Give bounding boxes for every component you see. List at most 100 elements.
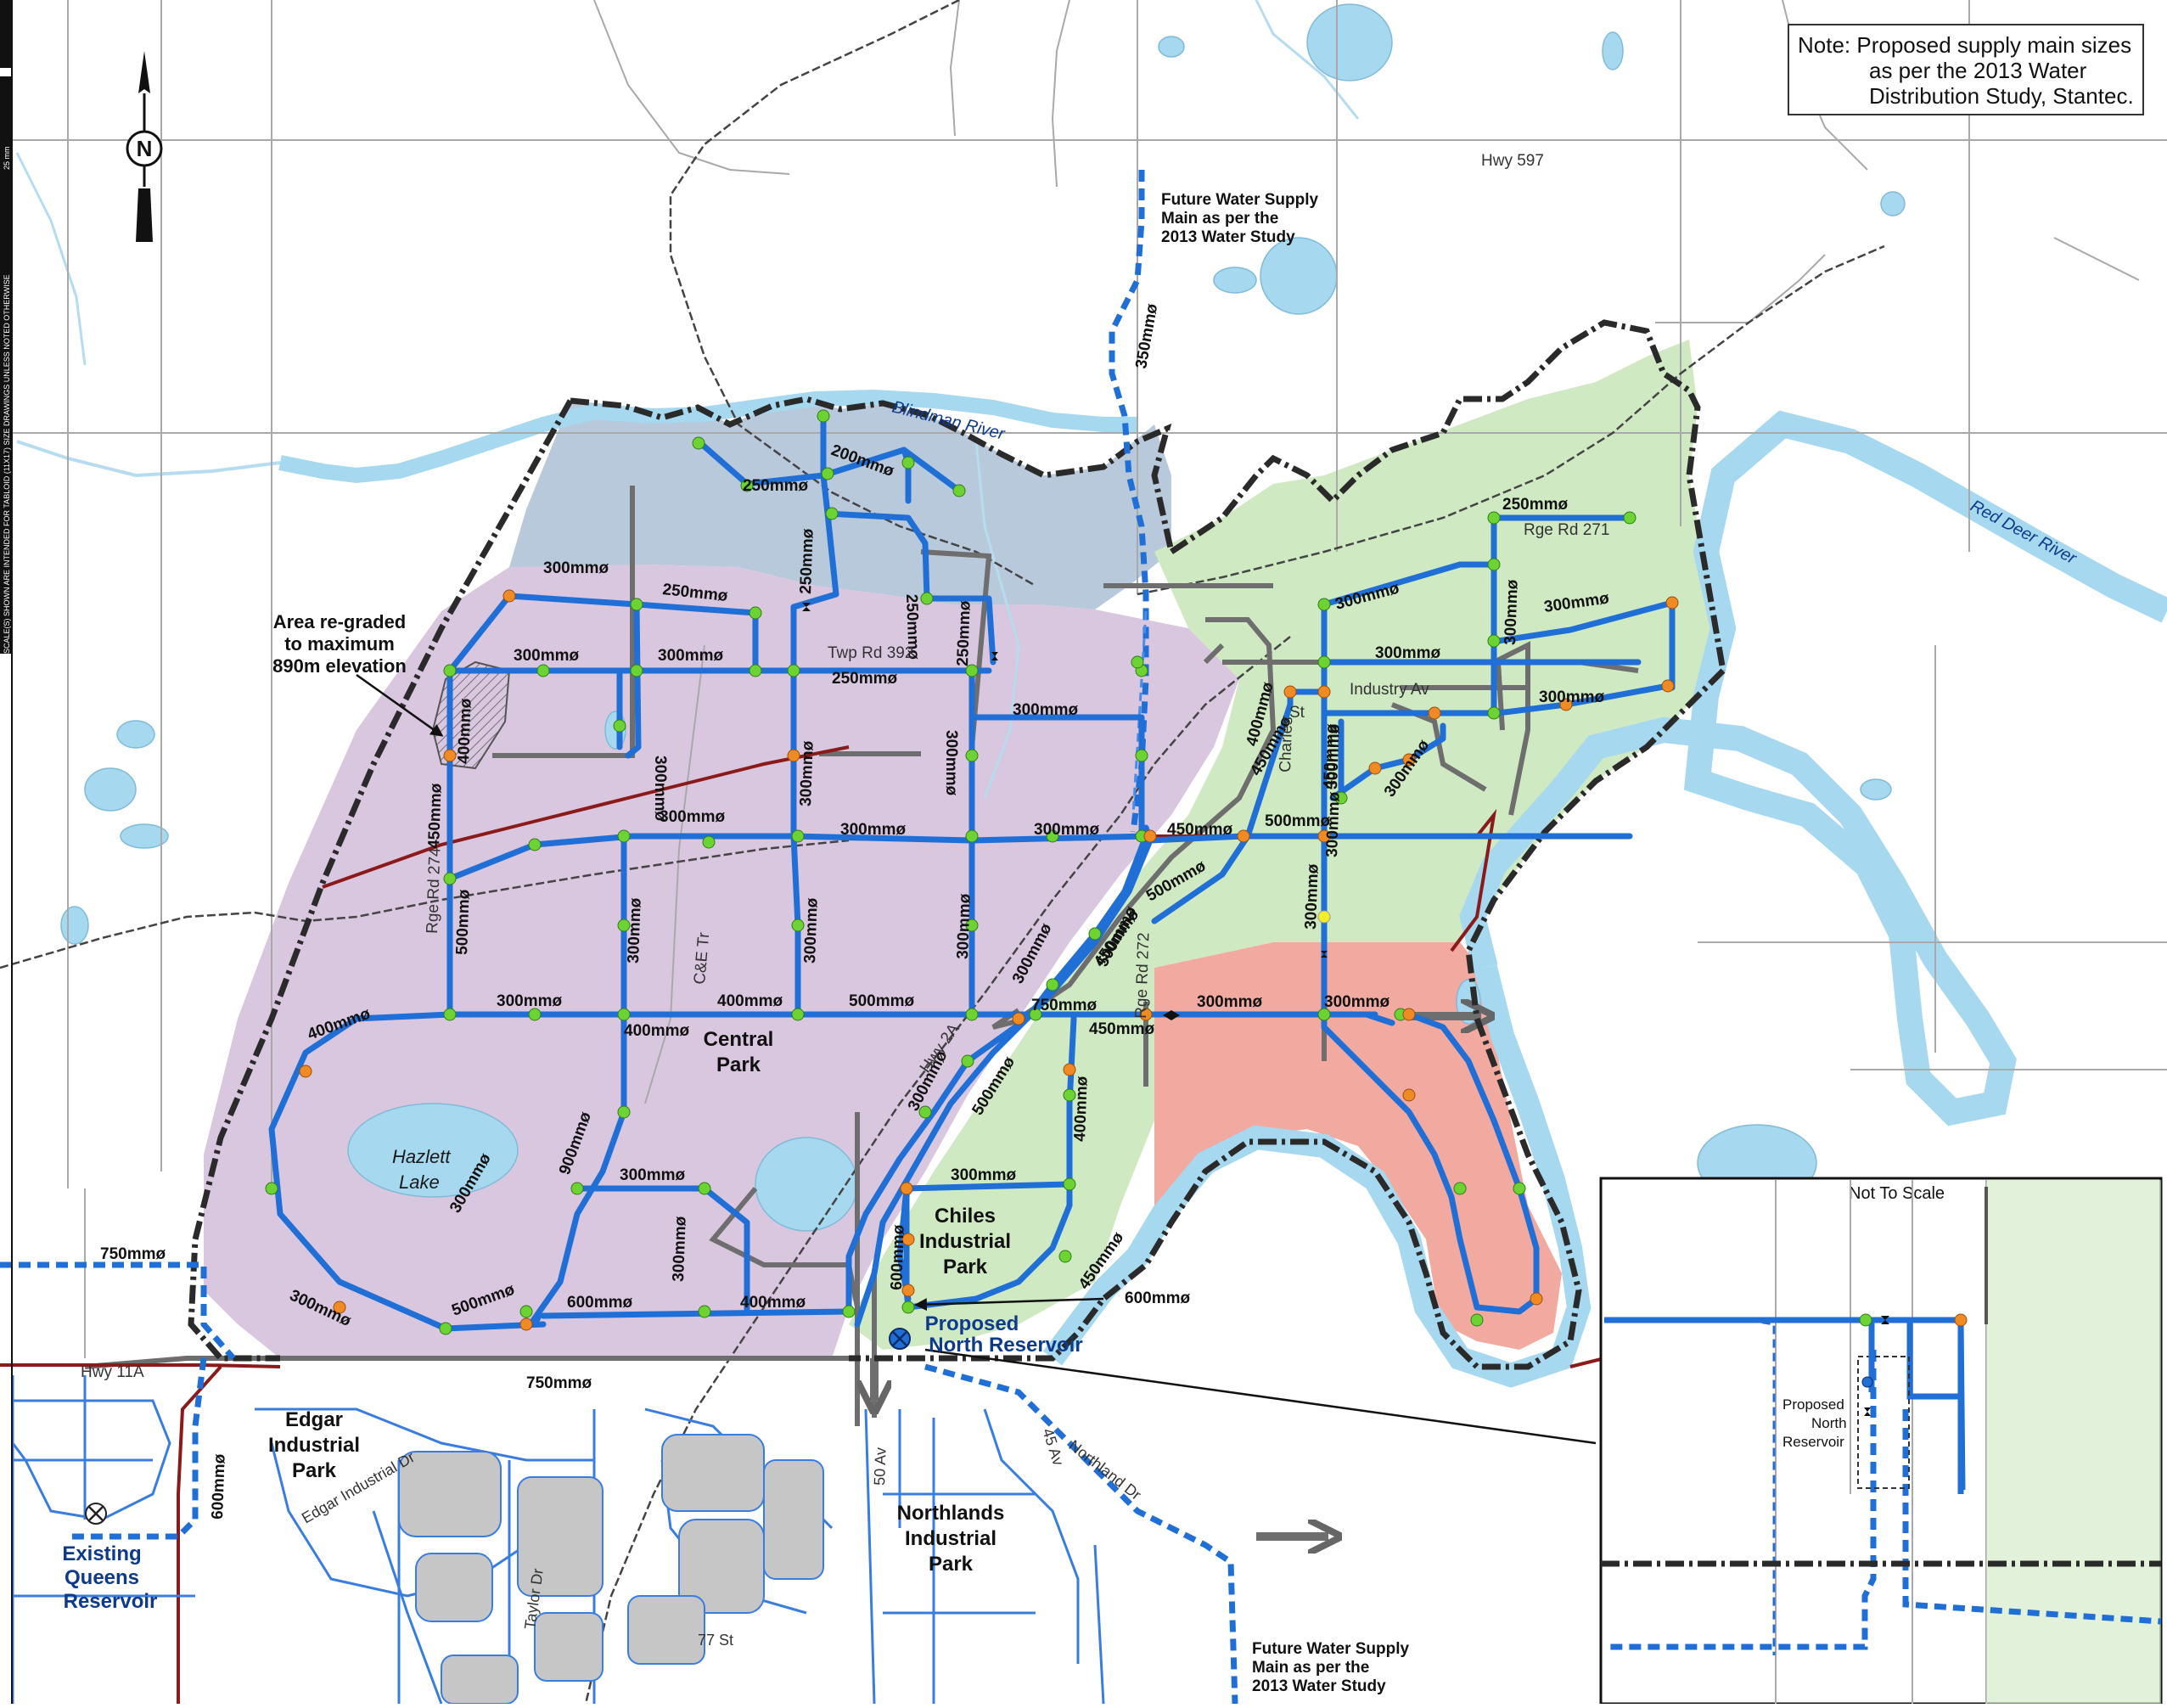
lake-n4	[1158, 36, 1185, 58]
pipe-label: 400mmø	[740, 1294, 806, 1312]
pipe-label: 600mmø	[1125, 1289, 1190, 1307]
rail-main	[669, 0, 1036, 587]
pipe-label: 300mmø	[1324, 993, 1389, 1011]
valves	[802, 603, 1328, 1020]
road-label: Twp Rd 392	[828, 644, 913, 662]
hazlett-lake	[347, 1103, 519, 1198]
area-label-edgar: Park	[292, 1459, 337, 1482]
pipe-label: 450mmø	[1167, 821, 1232, 839]
annotation-future-main-top: 2013 Water Study	[1161, 228, 1295, 246]
lake-w3	[120, 823, 169, 849]
north-letter: N	[137, 136, 153, 161]
pipe-label: 250mmø	[902, 593, 923, 660]
pipe-label: 750mmø	[1031, 997, 1097, 1014]
lake-w2	[116, 720, 155, 749]
area-label-chiles: Chiles	[935, 1205, 996, 1228]
annotation-regraded: to maximum	[284, 633, 395, 655]
pipe-label: 300mmø	[1197, 993, 1262, 1011]
pipe-label: 300mmø	[514, 647, 579, 665]
reservoir-queens	[85, 1503, 107, 1525]
pipe-label: 300mmø	[1323, 791, 1344, 857]
annotation-future-main-bottom: Future Water Supply	[1252, 1640, 1410, 1658]
pipe-label: 300mmø	[1539, 688, 1604, 706]
inset-title: Not To Scale	[1849, 1184, 1945, 1203]
inset-res-label: North	[1811, 1415, 1847, 1431]
lake-n1	[1306, 3, 1393, 81]
pipe-label: 600mmø	[567, 1294, 632, 1312]
roads	[0, 0, 2167, 1358]
pipe-label: 450mmø	[425, 783, 446, 849]
railways	[0, 0, 1885, 1705]
small-stream-2	[974, 441, 1020, 799]
note-box: Note: Proposed supply main sizes as per …	[1788, 24, 2144, 115]
pipe-label: 300mmø	[670, 1216, 690, 1282]
area-label-northlands: Park	[929, 1553, 974, 1576]
junction-nodes	[265, 409, 1679, 1335]
pipe-label: 600mmø	[209, 1453, 229, 1520]
blindman-river-west	[16, 440, 281, 478]
road-label: Charles	[1277, 716, 1296, 773]
pipe-label: 500mmø	[1265, 812, 1330, 830]
pipe-label: 400mmø	[1071, 1076, 1092, 1142]
pipe-label: 300mmø	[651, 756, 669, 821]
pipe-label: 300mmø	[951, 1166, 1016, 1184]
area-label-chiles: Park	[943, 1256, 988, 1278]
pipe-label: 300mmø	[942, 730, 960, 795]
pipe-label: 300mmø	[954, 893, 974, 959]
pipe-label: 400mmø	[624, 1022, 689, 1040]
lake-n2	[1260, 237, 1338, 315]
area-label-central-park: Park	[716, 1053, 761, 1076]
lake-ne1	[1880, 191, 1906, 216]
pipe-label: 300mmø	[543, 559, 609, 577]
pipe-label: 250mmø	[797, 528, 817, 594]
reservoir-north	[889, 1328, 911, 1350]
pipe-label: 250mmø	[743, 477, 808, 495]
lake-c2	[755, 1137, 858, 1232]
callout-arrows	[356, 673, 1597, 1445]
growth-boundary	[188, 319, 1726, 1370]
inset-map: Not To Scale Proposed North Reservoir	[1599, 1177, 2163, 1705]
road-label: St	[1289, 704, 1305, 722]
lake-label: Hazlett	[392, 1146, 451, 1167]
lake-w4	[60, 906, 89, 945]
area-label-northlands: Northlands	[897, 1502, 1005, 1525]
area-label-north-res: North Reservoir	[929, 1334, 1082, 1357]
pipe-label: 250mmø	[832, 670, 897, 688]
note-line: as per the 2013 Water	[1869, 58, 2087, 83]
annotation-regraded: Area re-graded	[273, 611, 407, 632]
annotation-future-main-top: Main as per the	[1161, 210, 1278, 228]
water-bodies	[15, 0, 2167, 1388]
annotation-future-main-bottom: 2013 Water Study	[1252, 1677, 1386, 1695]
pipe-label: 750mmø	[100, 1245, 166, 1263]
pipe-label: 300mmø	[1302, 863, 1322, 930]
inset-res-label: Proposed	[1782, 1396, 1844, 1413]
pipe-label: 300mmø	[797, 740, 817, 806]
annotation-regraded: 890m elevation	[272, 655, 407, 677]
pipe-label: 300mmø	[625, 897, 645, 964]
inset-res-label: Reservoir	[1782, 1434, 1844, 1450]
pipe-label: 400mmø	[455, 698, 475, 764]
pipe-label: 300mmø	[1375, 644, 1440, 662]
pipe-label: 450mmø	[1321, 723, 1341, 789]
pipe-label: 300mmø	[660, 808, 725, 826]
pipe-label: 300mmø	[620, 1166, 685, 1184]
pipe-label: 300mmø	[658, 647, 723, 665]
area-label-central-park: Central	[704, 1028, 774, 1051]
small-stream-3	[15, 152, 87, 366]
future-mains	[0, 170, 1238, 1705]
pipe-label: 600mmø	[888, 1224, 908, 1290]
pipe-label: 300mmø	[497, 992, 562, 1010]
area-label-queens: Queens	[65, 1566, 139, 1589]
pipe-label: 300mmø	[1013, 701, 1078, 719]
lake-label: Lake	[399, 1171, 440, 1193]
pipe-label: 300mmø	[1034, 821, 1099, 839]
road-label: 50 Av	[871, 1447, 890, 1486]
pipe-label: 300mmø	[1323, 723, 1344, 789]
pipe-label: 300mmø	[840, 821, 906, 839]
scale-note: SCALE(S) SHOWN ARE INTENDED FOR TABLOID …	[3, 274, 11, 654]
area-label-edgar: Edgar	[285, 1408, 343, 1431]
sheet-margin: SCALE(S) SHOWN ARE INTENDED FOR TABLOID …	[0, 0, 13, 1704]
note-line: Distribution Study, Stantec.	[1869, 83, 2134, 109]
